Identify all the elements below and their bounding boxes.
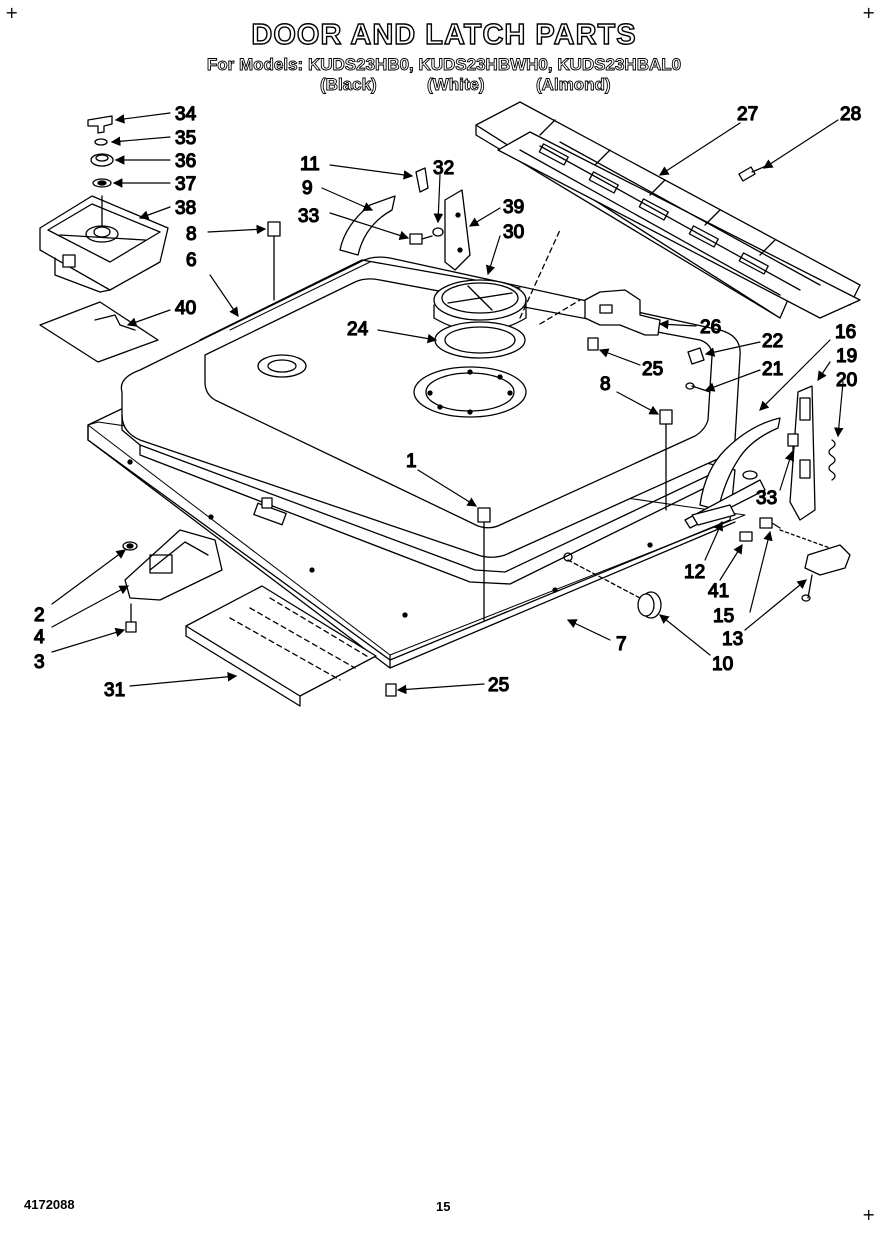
callout-32: 32 bbox=[433, 158, 454, 179]
callout-34: 34 bbox=[175, 104, 197, 125]
callout-30: 30 bbox=[503, 222, 524, 243]
callout-22: 22 bbox=[762, 331, 783, 352]
bracket-39 bbox=[444, 189, 471, 271]
hinge-bracket-4 bbox=[124, 529, 223, 601]
models-line: For Models: KUDS23HB0, KUDS23HBWH0, KUDS… bbox=[206, 55, 682, 75]
color-label-almond: (Almond) bbox=[536, 75, 611, 95]
callout-33-top: 33 bbox=[298, 206, 319, 227]
callout-33-right: 33 bbox=[756, 488, 777, 509]
callout-36: 36 bbox=[175, 151, 196, 172]
dispenser-assembly bbox=[39, 115, 169, 293]
page-number: 15 bbox=[436, 1199, 451, 1214]
callout-31: 31 bbox=[104, 680, 125, 701]
knob-10 bbox=[567, 559, 662, 619]
callout-26: 26 bbox=[700, 317, 721, 338]
clip-11 bbox=[415, 167, 429, 193]
callout-8-top: 8 bbox=[186, 224, 197, 245]
dispenser-cup bbox=[433, 279, 527, 359]
strike-13 bbox=[801, 544, 851, 602]
callout-19: 19 bbox=[836, 346, 857, 367]
bumper-41 bbox=[739, 531, 753, 542]
callout-28: 28 bbox=[840, 104, 861, 125]
callout-13: 13 bbox=[722, 629, 743, 650]
vent-cover bbox=[475, 101, 861, 319]
callout-40: 40 bbox=[175, 298, 196, 319]
strip-12 bbox=[691, 504, 736, 526]
screw-25-bottom bbox=[385, 683, 397, 697]
callout-38: 38 bbox=[175, 198, 196, 219]
switch-bracket-19 bbox=[789, 385, 816, 521]
inner-door-liner bbox=[120, 256, 741, 618]
spring-20 bbox=[828, 439, 836, 481]
screw-28 bbox=[738, 165, 767, 182]
callout-37: 37 bbox=[175, 174, 196, 195]
callout-8-center: 8 bbox=[600, 374, 611, 395]
callout-16: 16 bbox=[835, 322, 856, 343]
screw-25-middle bbox=[587, 337, 599, 351]
color-label-black: (Black) bbox=[320, 75, 378, 95]
callout-12: 12 bbox=[684, 562, 705, 583]
screw-8-left bbox=[267, 221, 281, 301]
color-label-white: (White) bbox=[427, 75, 485, 95]
callout-20: 20 bbox=[836, 370, 857, 391]
registration-mark-top-left: + bbox=[5, 3, 19, 22]
registration-mark-bottom-right: + bbox=[862, 1205, 876, 1224]
callout-9: 9 bbox=[302, 178, 313, 199]
callout-21: 21 bbox=[762, 359, 783, 380]
screw-33-top bbox=[409, 233, 433, 245]
callout-7: 7 bbox=[616, 634, 627, 655]
gasket-40 bbox=[39, 301, 159, 363]
registration-mark-top-right: + bbox=[862, 3, 876, 22]
screw-3 bbox=[125, 603, 137, 633]
screw-1 bbox=[477, 507, 491, 621]
callout-2: 2 bbox=[34, 605, 45, 626]
callout-6: 6 bbox=[186, 250, 197, 271]
clip-22 bbox=[687, 347, 705, 365]
callout-39: 39 bbox=[503, 197, 524, 218]
callout-4: 4 bbox=[34, 627, 45, 648]
callout-25-middle: 25 bbox=[642, 359, 663, 380]
screw-8-center bbox=[659, 409, 673, 511]
callout-3: 3 bbox=[34, 652, 45, 673]
screw-15 bbox=[759, 517, 781, 529]
callout-10: 10 bbox=[712, 654, 733, 675]
callout-24: 24 bbox=[347, 319, 369, 340]
page-title: DOOR AND LATCH PARTS bbox=[251, 18, 637, 51]
callout-11: 11 bbox=[300, 154, 320, 175]
callout-15: 15 bbox=[713, 606, 734, 627]
callout-27: 27 bbox=[737, 104, 758, 125]
document-number: 4172088 bbox=[24, 1197, 75, 1212]
insulation-31 bbox=[185, 585, 377, 707]
callout-35: 35 bbox=[175, 128, 196, 149]
callout-1: 1 bbox=[406, 451, 417, 472]
callout-25-bottom: 25 bbox=[488, 675, 509, 696]
callout-41: 41 bbox=[708, 581, 729, 602]
washer-32 bbox=[432, 227, 444, 237]
washer-2 bbox=[122, 541, 138, 551]
